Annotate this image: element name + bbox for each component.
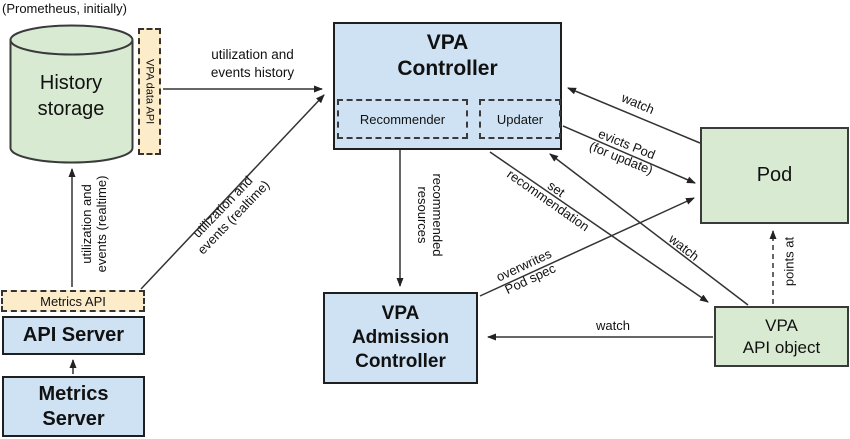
node-vpa-api-object: VPA API object [714, 306, 849, 367]
node-metrics-api: Metrics API [1, 290, 145, 312]
updater-label: Updater [496, 111, 544, 127]
node-vpa-controller [333, 22, 562, 150]
edge-metricsapi-to-controller [140, 94, 325, 290]
node-recommender: Recommender [337, 99, 468, 139]
label-recommended-resources: recommended resources [415, 173, 445, 257]
pod-label: Pod [756, 164, 793, 186]
prometheus-note: (Prometheus, initially) [2, 1, 127, 16]
metrics-server-label: Metrics Server [38, 382, 109, 430]
recommender-label: Recommender [359, 111, 446, 127]
history-storage-cylinder [9, 24, 134, 164]
vpa-admission-controller-label: VPA Admission Controller [351, 303, 450, 372]
node-vpa-data-api: VPA data API [138, 28, 161, 155]
node-history-storage: History storage [37, 72, 105, 120]
label-utilization-events-history: utilization and events history [210, 47, 295, 80]
node-vpa-admission-controller: VPA Admission Controller [323, 292, 478, 384]
node-metrics-server: Metrics Server [2, 376, 145, 437]
edge-admission-overwrites-pod [479, 197, 695, 297]
edge-pod-to-controller-watch [567, 87, 701, 144]
metrics-api-label: Metrics API [40, 293, 106, 309]
vpa-data-api-label: VPA data API [143, 58, 156, 125]
edge-controller-set-recommendation [489, 151, 709, 303]
label-points-at: points at [781, 236, 797, 287]
edge-controller-evicts-pod [562, 125, 696, 184]
label-watch-object-admission: watch [596, 318, 630, 333]
edge-object-to-controller-watch [549, 153, 749, 306]
vpa-controller-label: VPA Controller [397, 31, 498, 80]
label-utilization-events-realtime-vertical: utilization and events (realtime) [79, 175, 109, 273]
node-api-server: API Server [2, 316, 145, 355]
node-pod: Pod [700, 127, 849, 224]
api-server-label: API Server [22, 324, 125, 346]
node-updater: Updater [479, 99, 561, 139]
vpa-api-object-label: VPA API object [742, 315, 821, 357]
